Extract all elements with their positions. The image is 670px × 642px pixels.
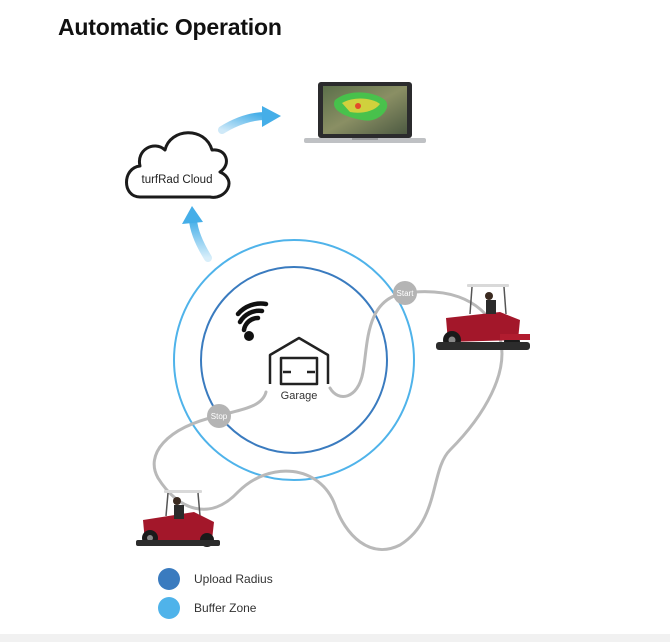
- garage-label: Garage: [281, 390, 318, 402]
- legend-label: Upload Radius: [194, 571, 273, 586]
- laptop-icon: [304, 82, 426, 143]
- arrow-icon: [182, 206, 212, 262]
- legend: Upload Radius Buffer Zone: [158, 566, 273, 624]
- start-marker: [393, 281, 417, 305]
- arrow-icon: [218, 106, 281, 134]
- upload-radius-circle: [200, 266, 388, 454]
- stop-label: Stop: [211, 412, 228, 421]
- start-label: Start: [397, 289, 415, 298]
- buffer-zone-swatch: [158, 596, 180, 619]
- mower-icon: [436, 284, 530, 350]
- cloud-icon: [125, 131, 231, 199]
- wifi-icon: [235, 301, 269, 341]
- page-title: Automatic Operation: [58, 14, 282, 40]
- legend-label: Buffer Zone: [194, 600, 257, 615]
- garage-icon: [268, 336, 330, 386]
- cloud-label: turfRad Cloud: [142, 174, 213, 186]
- legend-item-buffer-zone: Buffer Zone: [158, 595, 273, 620]
- stop-marker: [207, 404, 231, 428]
- upload-radius-swatch: [158, 567, 180, 590]
- buffer-zone-circle: [173, 239, 415, 481]
- bottom-strip: [0, 634, 670, 642]
- mower-route: [152, 290, 504, 551]
- mower-icon: [136, 490, 220, 547]
- legend-item-upload-radius: Upload Radius: [158, 566, 273, 591]
